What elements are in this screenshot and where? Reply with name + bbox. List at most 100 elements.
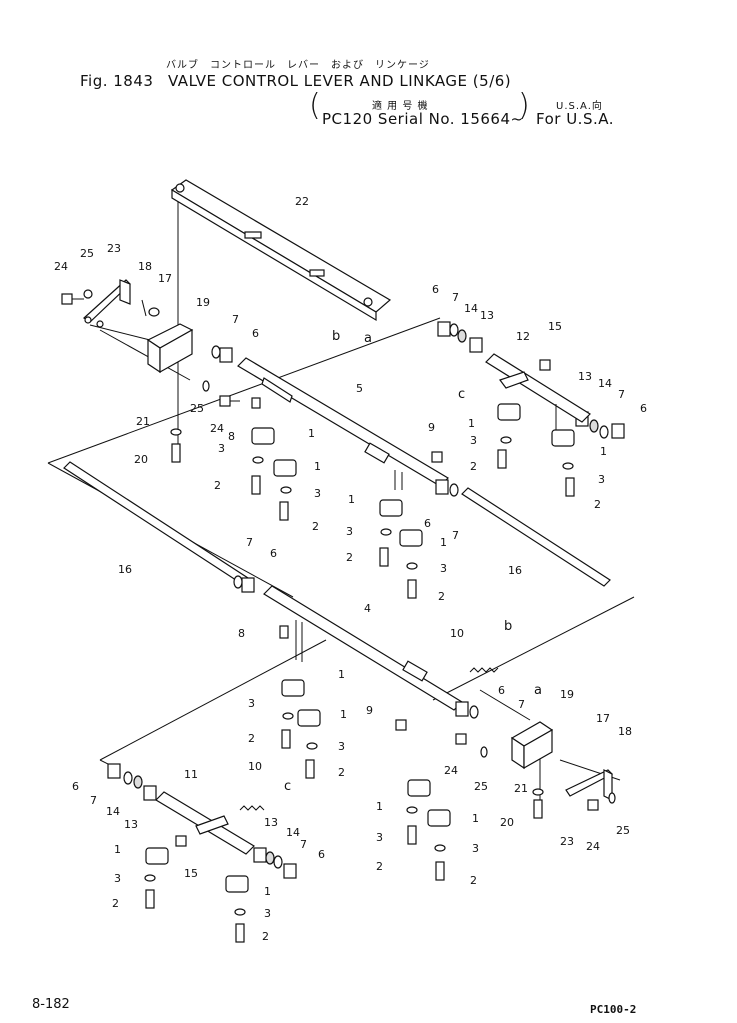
- callout-9-lower: 9: [366, 704, 373, 717]
- part-14-washer-upper: [457, 329, 599, 433]
- callout-3-e: 3: [346, 525, 353, 538]
- part-2-3-bolts-washers-lower: [144, 712, 616, 943]
- callout-22: 22: [295, 195, 309, 208]
- callout-21-lower: 21: [514, 782, 528, 795]
- callout-20-lower: 20: [500, 816, 514, 829]
- callout-1-j: 1: [472, 812, 479, 825]
- callout-3-h: 3: [338, 740, 345, 753]
- callout-13-r: 13: [480, 309, 494, 322]
- callout-17: 17: [158, 272, 172, 285]
- callout-3-f: 3: [440, 562, 447, 575]
- part-17-ring: [148, 307, 160, 317]
- region-japanese: U.S.A.向: [556, 101, 603, 112]
- part-25-washer-upper-left: [83, 289, 93, 299]
- callout-2-c: 2: [470, 460, 477, 473]
- callout-19: 19: [196, 296, 210, 309]
- part-19-block-upper: [146, 323, 194, 374]
- title-japanese: バルブ コントロール レバー および リンケージ: [166, 60, 430, 71]
- callout-4: 4: [364, 602, 371, 615]
- part-16-rod-right: [461, 487, 611, 587]
- callout-14-lm: 14: [286, 826, 300, 839]
- callout-6-ll: 6: [72, 780, 79, 793]
- callout-1-a: 1: [308, 427, 315, 440]
- callout-3-d: 3: [598, 473, 605, 486]
- callout-1-l: 1: [264, 885, 271, 898]
- callout-3-a: 3: [218, 442, 225, 455]
- callout-1-g: 1: [338, 668, 345, 681]
- callout-7-rr: 7: [618, 388, 625, 401]
- part-23-bracket-upper-left: [83, 279, 131, 328]
- callout-a-lower: a: [534, 683, 542, 698]
- serial-applicability: PC120 Serial No. 15664~: [322, 110, 524, 128]
- callout-13-ll: 13: [124, 818, 138, 831]
- figure-number: Fig. 1843: [80, 72, 154, 90]
- callout-2-i: 2: [376, 860, 383, 873]
- callout-19-lower: 19: [560, 688, 574, 701]
- figure-title: VALVE CONTROL LEVER AND LINKAGE (5/6): [168, 72, 512, 90]
- callout-5: 5: [356, 382, 363, 395]
- callout-1-k: 1: [114, 843, 121, 856]
- part-5-lever-shaft: [237, 357, 449, 490]
- callout-11: 11: [184, 768, 198, 781]
- callout-1-e: 1: [348, 493, 355, 506]
- callout-2-l: 2: [262, 930, 269, 943]
- callout-1-f: 1: [440, 536, 447, 549]
- callout-16-left: 16: [118, 563, 132, 576]
- callout-3-k: 3: [114, 872, 121, 885]
- part-24-25-bolt-washer-mid: [202, 380, 240, 407]
- part-15-grease-fitting-upper: [539, 359, 551, 371]
- part-22-plate: [170, 179, 392, 322]
- part-24-bolt-upper-left: [61, 293, 84, 305]
- callout-1-b: 1: [314, 460, 321, 473]
- callout-a-upper: a: [364, 331, 372, 346]
- region-label: For U.S.A.: [536, 110, 615, 128]
- callout-25-mid: 25: [190, 402, 204, 415]
- callout-3-l: 3: [264, 907, 271, 920]
- callout-24-mid: 24: [210, 422, 224, 435]
- callout-18: 18: [138, 260, 152, 273]
- callout-3-c: 3: [470, 434, 477, 447]
- callout-24-lr: 24: [586, 840, 600, 853]
- callout-6-r: 6: [432, 283, 439, 296]
- callout-6-rr: 6: [640, 402, 647, 415]
- callout-15-r: 15: [548, 320, 562, 333]
- callout-2-e: 2: [346, 551, 353, 564]
- callout-2-f: 2: [438, 590, 445, 603]
- callout-12: 12: [516, 330, 530, 343]
- callout-7-mid: 7: [452, 529, 459, 542]
- callout-1-i: 1: [376, 800, 383, 813]
- callout-c-lower: c: [284, 779, 291, 794]
- callout-13-rr: 13: [578, 370, 592, 383]
- part-2-3-bolts-washers-upper: [170, 428, 575, 599]
- callout-2-a: 2: [214, 479, 221, 492]
- open-paren: (: [309, 88, 321, 123]
- callout-1-d: 1: [600, 445, 607, 458]
- callout-13-lm: 13: [264, 816, 278, 829]
- callout-25: 25: [80, 247, 94, 260]
- close-paren: ): [518, 88, 530, 123]
- callout-14-r: 14: [464, 302, 478, 315]
- part-18-pin: [141, 299, 147, 317]
- part-7-washer-upper: [211, 323, 609, 497]
- callout-2-g: 2: [248, 732, 255, 745]
- part-1-clamps-upper: [251, 403, 575, 547]
- callout-2-k: 2: [112, 897, 119, 910]
- callout-21-upper: 21: [136, 415, 150, 428]
- part-8-pin-upper: [251, 397, 261, 409]
- callout-7-r: 7: [452, 291, 459, 304]
- callout-8-upper: 8: [228, 430, 235, 443]
- part-4-lever-shaft-lower: [233, 575, 479, 731]
- callout-2-b: 2: [312, 520, 319, 533]
- callout-16-right: 16: [508, 564, 522, 577]
- callout-24: 24: [54, 260, 68, 273]
- part-19-block-lower: [510, 721, 554, 770]
- callout-6-lr: 6: [498, 684, 505, 697]
- callout-2-j: 2: [470, 874, 477, 887]
- callout-7: 7: [232, 313, 239, 326]
- callout-3-g: 3: [248, 697, 255, 710]
- callout-6-lm: 6: [318, 848, 325, 861]
- model-code: PC100-2: [590, 1003, 637, 1016]
- callout-14-ll: 14: [106, 805, 120, 818]
